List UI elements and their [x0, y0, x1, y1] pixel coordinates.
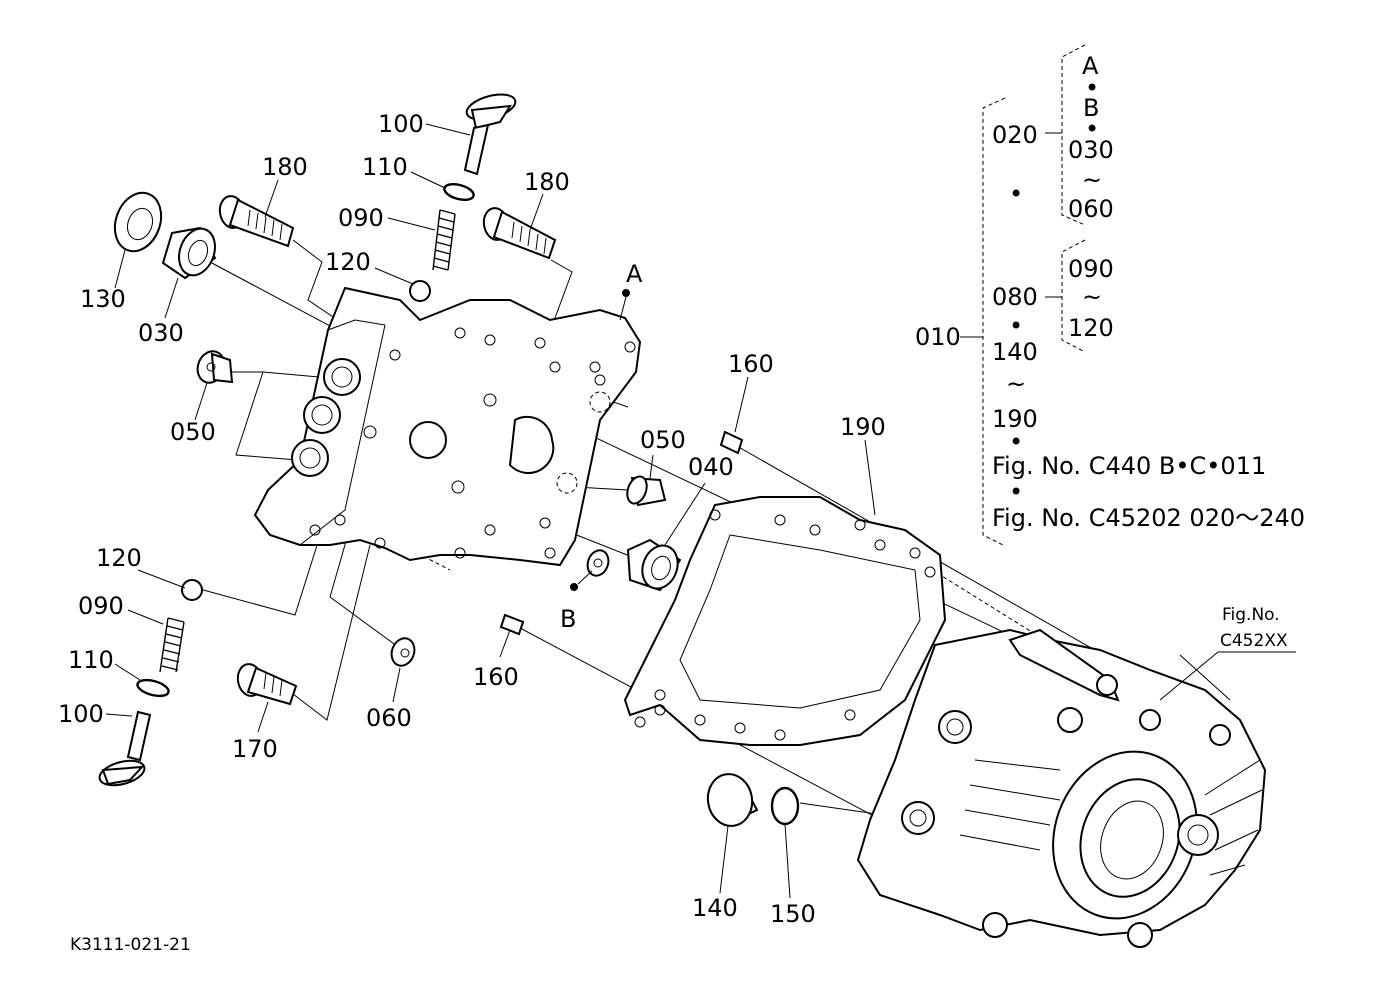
part-090-top [432, 209, 456, 271]
callout-090-bottom: 090 [78, 592, 124, 620]
part-150 [770, 786, 800, 826]
callout-050-left: 050 [170, 418, 216, 446]
callout-110-top: 110 [362, 153, 408, 181]
legend-020: 020 [992, 121, 1038, 149]
part-180-left [218, 195, 295, 248]
callout-120-top: 120 [325, 248, 371, 276]
callout-140: 140 [692, 894, 738, 922]
legend-dot-4: • [1009, 478, 1023, 506]
callout-labels: 100 110 090 120 180 180 130 030 050 050 … [58, 110, 886, 928]
legend-dot-b: • [1085, 115, 1099, 143]
callout-120-bottom: 120 [96, 544, 142, 572]
legend-030: 030 [1068, 136, 1114, 164]
legend-root: 010 [915, 323, 961, 351]
ref-label-a: A [626, 260, 643, 288]
callout-180-right: 180 [524, 168, 570, 196]
part-b-plug [586, 549, 610, 577]
part-100-bottom [98, 710, 152, 787]
callout-090-top: 090 [338, 204, 384, 232]
legend-tilde-3: ~ [1006, 370, 1026, 398]
callout-160-bottom: 160 [473, 663, 519, 691]
legend-tilde-1: ~ [1082, 166, 1102, 194]
external-ref-line1: Fig.No. [1222, 605, 1280, 625]
callout-110-bottom: 110 [68, 646, 114, 674]
part-050-left [196, 350, 234, 384]
legend-tree: 010 020 • 080 • 140 ~ 190 • Fig. No. C44… [915, 44, 1305, 547]
gasket-190 [623, 496, 947, 746]
transmission-case [856, 628, 1267, 948]
legend-190: 190 [992, 405, 1038, 433]
ref-b-dot [570, 583, 578, 591]
callout-130: 130 [80, 285, 126, 313]
callout-040: 040 [688, 453, 734, 481]
legend-b: B [1083, 94, 1099, 122]
part-120-bottom [181, 579, 203, 601]
part-160-bottom [499, 613, 525, 636]
callout-050-right: 050 [640, 426, 686, 454]
legend-dot-3: • [1009, 428, 1023, 456]
ref-label-b: B [560, 605, 576, 633]
callout-100-top: 100 [378, 110, 424, 138]
valve-housing [253, 286, 642, 567]
callout-150: 150 [770, 900, 816, 928]
part-180-right [482, 207, 557, 260]
external-ref-line2: C452XX [1220, 631, 1288, 651]
callout-060: 060 [366, 704, 412, 732]
legend-ref1: Fig. No. C440 B•C•011 [992, 452, 1266, 480]
callout-190: 190 [840, 413, 886, 441]
ref-a-dot [622, 289, 630, 297]
diagram-id: K3111-021-21 [70, 935, 191, 955]
external-figure-ref: Fig.No. C452XX [1159, 605, 1296, 701]
part-030 [161, 226, 217, 280]
legend-dot-1: • [1009, 180, 1023, 208]
legend-140: 140 [992, 338, 1038, 366]
legend-tilde-2: ~ [1082, 283, 1102, 311]
part-130 [113, 191, 163, 253]
callout-030: 030 [138, 319, 184, 347]
legend-060: 060 [1068, 195, 1114, 223]
part-060 [390, 637, 416, 667]
callout-100-bottom: 100 [58, 700, 104, 728]
part-120-top [409, 280, 431, 302]
part-140 [706, 773, 759, 827]
legend-090: 090 [1068, 255, 1114, 283]
part-050-right [626, 475, 667, 507]
part-100-top [463, 93, 517, 176]
legend-080: 080 [992, 283, 1038, 311]
part-110-bottom [136, 678, 170, 698]
part-160-top [719, 430, 744, 455]
callout-170: 170 [232, 735, 278, 763]
legend-120: 120 [1068, 314, 1114, 342]
callout-180-left: 180 [262, 153, 308, 181]
part-170 [236, 663, 298, 706]
callout-160-top: 160 [728, 350, 774, 378]
legend-dot-2: • [1009, 312, 1023, 340]
part-040 [626, 538, 682, 592]
part-090-bottom [159, 617, 185, 673]
legend-a: A [1082, 52, 1099, 80]
legend-dot-a: • [1085, 74, 1099, 102]
part-110-top [443, 183, 475, 201]
legend-ref2: Fig. No. C45202 020～240 [992, 504, 1305, 532]
